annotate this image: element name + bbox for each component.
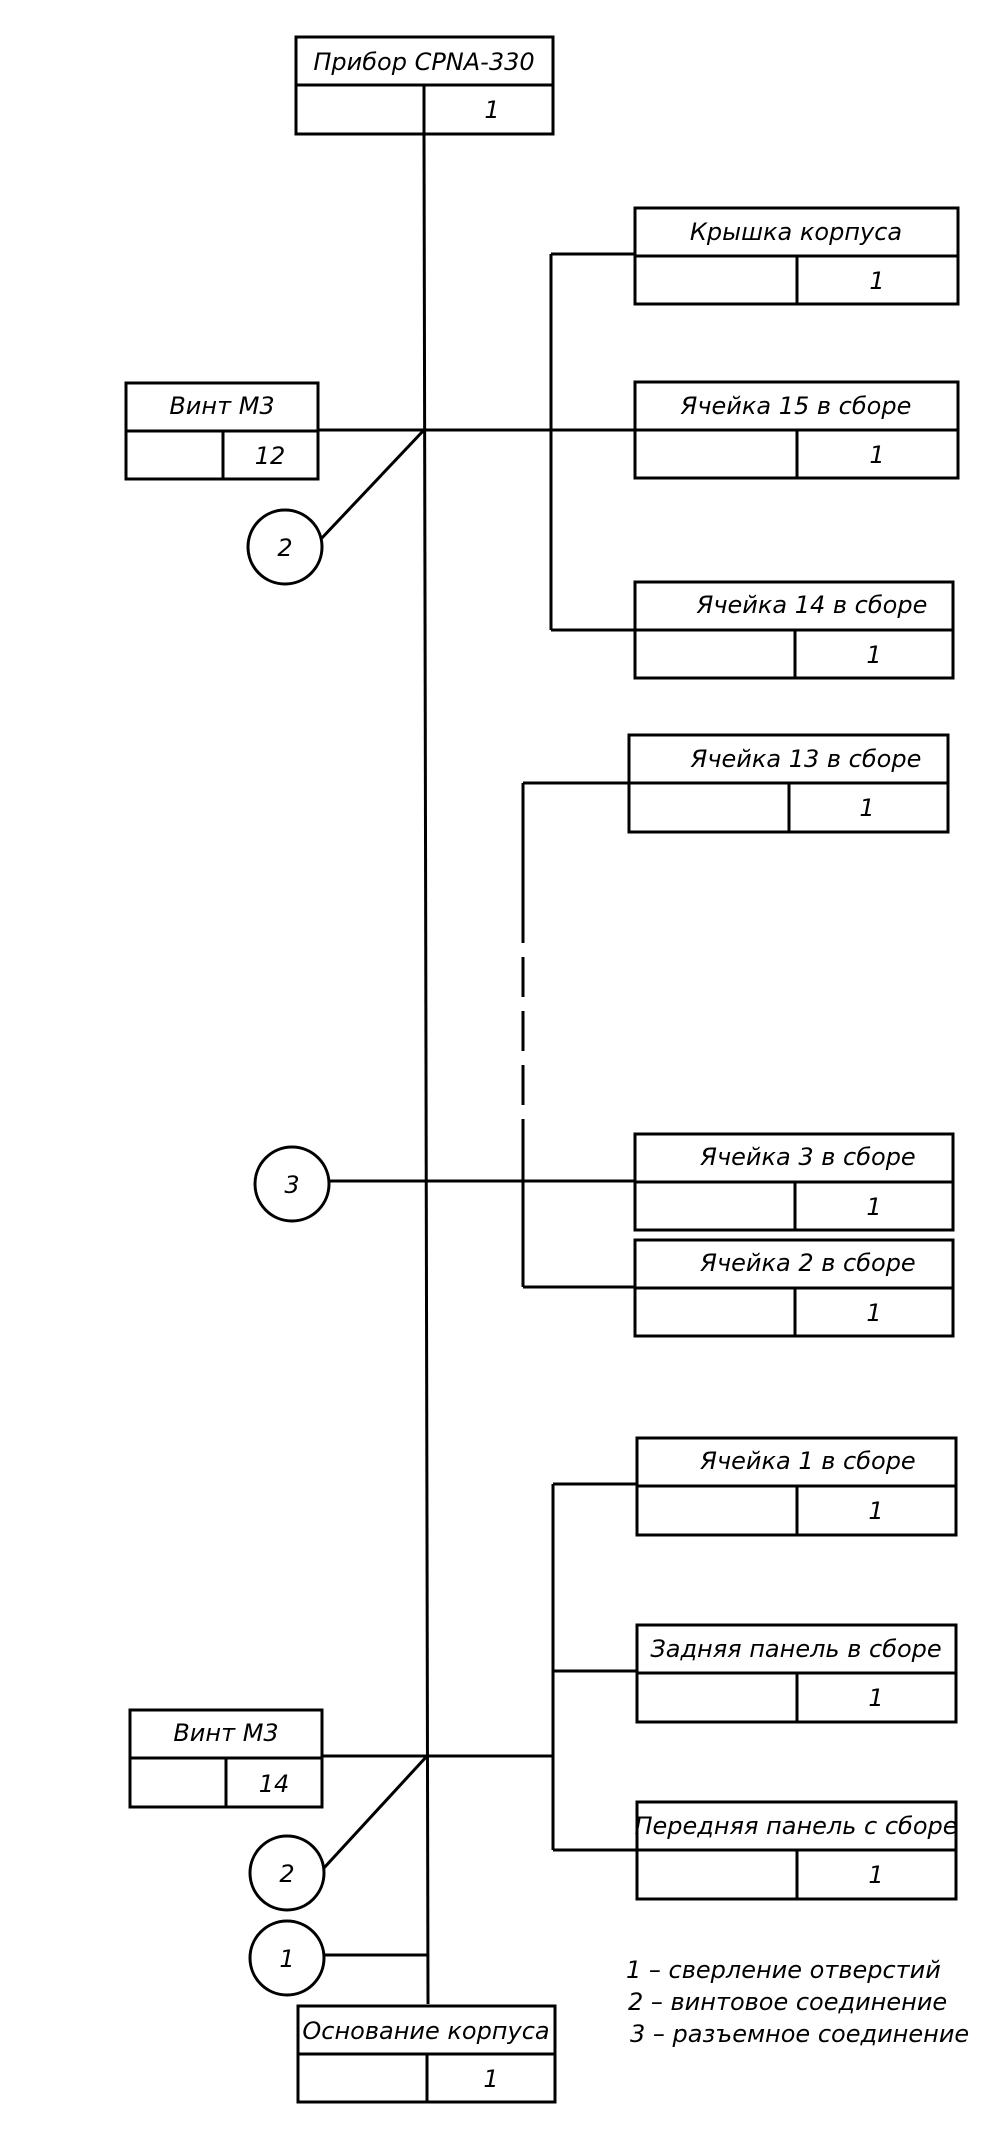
node-cell-3: Ячейка 3 в сборе 1 xyxy=(633,1132,955,1232)
operation-number: 1 xyxy=(279,1945,294,1973)
legend-item-screw: 2 – винтовое соединение xyxy=(628,1988,947,2016)
operation-number: 2 xyxy=(277,534,292,562)
connector-lines xyxy=(318,133,637,2005)
node-cell-13: Ячейка 13 в сборе 1 xyxy=(627,733,950,834)
operation-number: 3 xyxy=(284,1171,299,1199)
node-label: Прибор CPNA-330 xyxy=(313,48,534,76)
node-qty: 1 xyxy=(866,1299,881,1327)
node-label: Передняя панель с сборе xyxy=(634,1812,957,1840)
node-qty: 1 xyxy=(869,267,884,295)
legend: 1 – сверление отверстий 2 – винтовое сое… xyxy=(626,1956,969,2048)
operation-number: 2 xyxy=(279,1860,294,1888)
node-label: Ячейка 15 в сборе xyxy=(680,392,912,420)
node-front-panel: Передняя панель с сборе 1 xyxy=(634,1800,958,1901)
node-qty: 1 xyxy=(866,641,881,669)
node-label: Ячейка 2 в сборе xyxy=(699,1249,915,1277)
legend-item-drilling: 1 – сверление отверстий xyxy=(626,1956,941,1984)
link-op-lower-screw xyxy=(321,1754,429,1871)
main-trunk-line xyxy=(422,133,430,2005)
node-qty: 12 xyxy=(255,442,286,470)
node-cell-15: Ячейка 15 в сборе 1 xyxy=(633,380,960,480)
node-qty: 1 xyxy=(868,1497,883,1525)
component-boxes: Прибор CPNA-330 1 Крышка корпуса 1 Винт … xyxy=(124,35,960,2104)
node-label: Ячейка 13 в сборе xyxy=(690,745,922,773)
node-label: Винт М3 xyxy=(169,392,274,420)
node-screw-upper: Винт М3 12 xyxy=(124,381,320,481)
node-qty: 1 xyxy=(868,1861,883,1889)
node-housing-base: Основание корпуса 1 xyxy=(296,2004,557,2104)
link-op-upper-screw xyxy=(318,428,426,542)
node-cell-2: Ячейка 2 в сборе 1 xyxy=(633,1238,955,1338)
node-label: Основание корпуса xyxy=(302,2017,549,2045)
node-label: Задняя панель в сборе xyxy=(650,1635,941,1663)
node-screw-lower: Винт М3 14 xyxy=(128,1708,324,1809)
node-cell-14: Ячейка 14 в сборе 1 xyxy=(633,580,955,680)
operation-circle-screw-lower: 2 xyxy=(248,1834,326,1912)
node-qty: 1 xyxy=(868,1684,883,1712)
operation-circle-connector: 3 xyxy=(253,1145,331,1223)
node-cell-1: Ячейка 1 в сборе 1 xyxy=(635,1436,958,1537)
node-qty: 14 xyxy=(259,1770,290,1798)
node-label: Ячейка 1 в сборе xyxy=(699,1447,915,1475)
node-qty: 1 xyxy=(869,441,884,469)
node-label: Винт М3 xyxy=(173,1719,278,1747)
node-device: Прибор CPNA-330 1 xyxy=(294,35,555,136)
node-label: Ячейка 14 в сборе xyxy=(696,591,928,619)
operation-circle-drilling: 1 xyxy=(248,1919,326,1997)
node-qty: 1 xyxy=(483,2065,498,2093)
node-housing-lid: Крышка корпуса 1 xyxy=(633,206,960,306)
node-qty: 1 xyxy=(484,96,499,124)
node-rear-panel: Задняя панель в сборе 1 xyxy=(635,1623,958,1724)
node-label: Ячейка 3 в сборе xyxy=(699,1143,915,1171)
legend-item-connector: 3 – разъемное соединение xyxy=(630,2020,969,2048)
node-qty: 1 xyxy=(859,794,874,822)
operation-markers: 2 3 2 1 xyxy=(246,508,331,1997)
operation-circle-screw-upper: 2 xyxy=(246,508,324,586)
node-qty: 1 xyxy=(866,1193,881,1221)
node-label: Крышка корпуса xyxy=(690,218,902,246)
